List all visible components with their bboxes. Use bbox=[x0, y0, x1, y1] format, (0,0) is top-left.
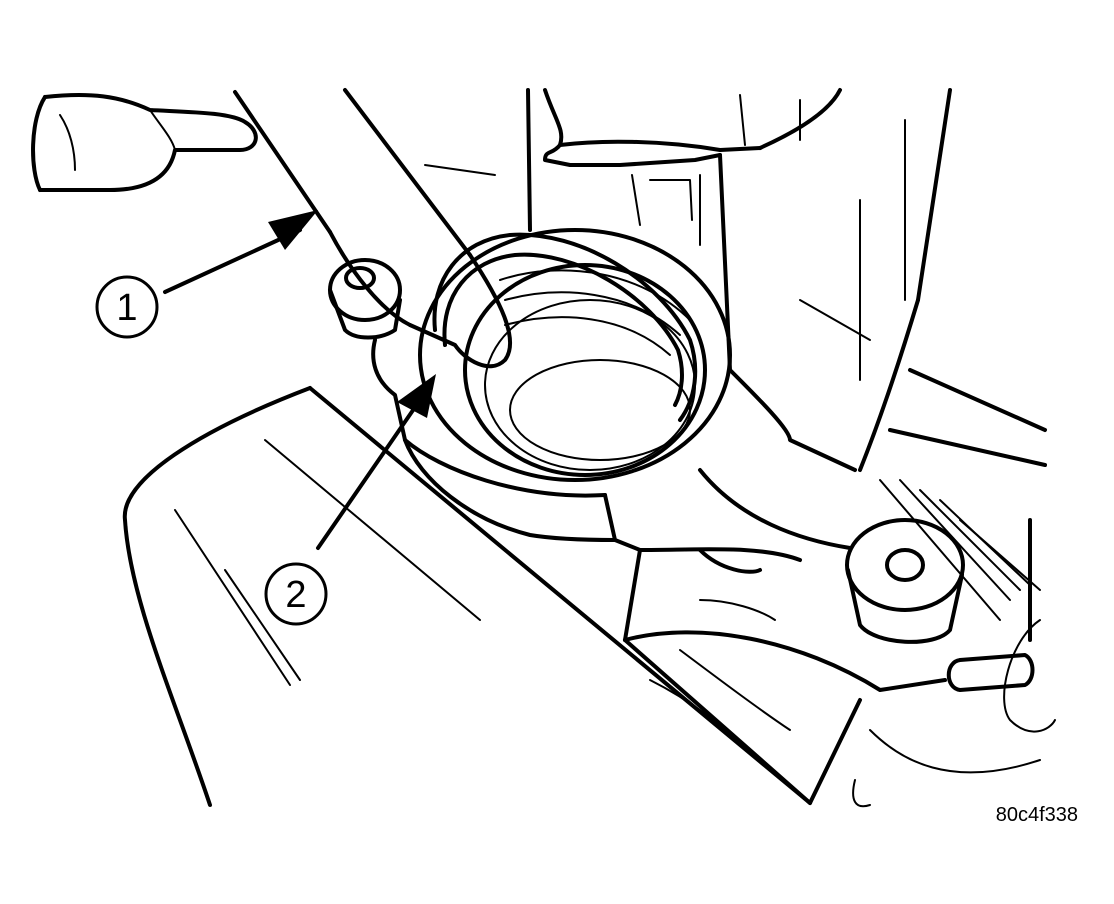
leader-arrow-1 bbox=[163, 210, 318, 294]
callout-2-label: 2 bbox=[285, 574, 306, 616]
rear-housing bbox=[526, 88, 952, 472]
callout-1-label: 1 bbox=[116, 287, 137, 329]
hand bbox=[31, 92, 258, 192]
flange-housing bbox=[371, 338, 857, 642]
front-plate bbox=[122, 386, 1041, 808]
callout-1: 1 bbox=[95, 275, 159, 339]
right-block bbox=[879, 368, 1047, 642]
seal-bore bbox=[418, 228, 732, 482]
right-mount-ear bbox=[845, 518, 965, 644]
dowel-pin bbox=[946, 619, 1056, 733]
leader-arrow-2 bbox=[316, 374, 436, 550]
reference-code: 80c4f338 bbox=[995, 804, 1078, 826]
left-mount-ear bbox=[328, 258, 402, 340]
callout-2: 2 bbox=[264, 562, 328, 626]
o-ring-seal bbox=[432, 232, 698, 422]
